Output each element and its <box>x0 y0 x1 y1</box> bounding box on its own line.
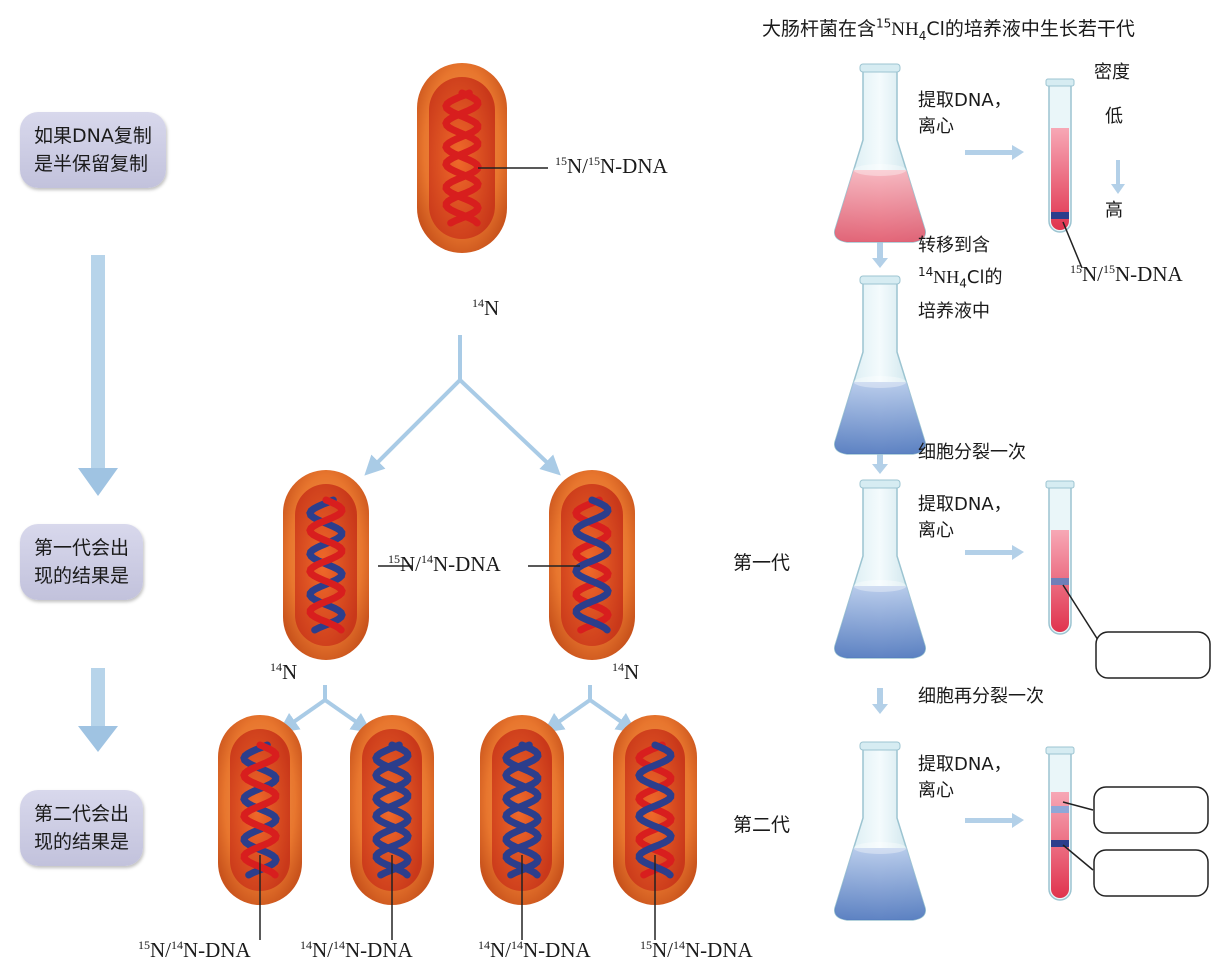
gen2-dna-label-1: 15N/14N-DNA <box>138 938 251 962</box>
dna-strand <box>572 496 612 634</box>
tube-rim <box>1045 746 1075 755</box>
first-generation-label: 第一代 <box>733 552 791 574</box>
gen2-answer-box-lower[interactable] <box>1093 849 1209 897</box>
gen2-bacterium-2 <box>350 715 434 905</box>
gen2-dna-label-4: 15N/14N-DNA <box>640 938 753 962</box>
parent-dna-label: 15N/15N-DNA <box>555 154 668 178</box>
gen1-answer-box[interactable] <box>1095 631 1211 679</box>
divide-once-label: 细胞分裂一次 <box>918 442 1026 463</box>
flask-15n <box>834 63 926 243</box>
title-isotope: 15 <box>876 16 892 31</box>
flask-liquid-surface <box>853 164 907 176</box>
gen2-dna-label-3: 14N/14N-DNA <box>478 938 591 962</box>
tube-rim <box>1045 78 1075 87</box>
flask-liquid <box>834 848 926 920</box>
gen2-answer-box-upper[interactable] <box>1093 786 1209 834</box>
dna-strand <box>240 741 280 879</box>
density-high: 高 <box>1105 200 1123 221</box>
dna-strand <box>306 496 346 634</box>
flask-liquid-surface <box>853 842 907 854</box>
flask-gen1 <box>834 479 926 659</box>
flask-liquid-surface <box>853 580 907 592</box>
gen2-bacterium-3 <box>480 715 564 905</box>
title-formula-a: NH <box>891 19 919 40</box>
flask-liquid <box>834 586 926 658</box>
branch-arrows <box>278 335 637 733</box>
experiment-title: 大肠杆菌在含15NH4Cl的培养液中生长若干代 <box>762 14 1135 43</box>
title-formula-sub: 4 <box>918 28 927 43</box>
first-gen-question-box: 第一代会出 现的结果是 <box>20 524 144 600</box>
gen2-bacterium-4 <box>613 715 697 905</box>
tube-rim <box>1045 480 1075 489</box>
n14-label-top: 14N <box>472 296 500 320</box>
tube-liquid <box>1051 128 1069 230</box>
extract-step-label-2: 提取DNA， 离心 <box>918 494 1012 541</box>
dna-band <box>1051 806 1069 813</box>
tube-parent-dna-label: 15N/15N-DNA <box>1070 262 1183 286</box>
dna-band <box>1051 578 1069 585</box>
gen2-answer-leader-a <box>1062 801 1094 811</box>
gen1-bacterium-right <box>549 470 635 660</box>
title-formula-b: Cl的培养液中生长若干代 <box>926 18 1135 40</box>
flask-14n <box>834 275 926 455</box>
tube-gen1 <box>1045 480 1075 635</box>
gen2-dna-label-2: 14N/14N-DNA <box>300 938 413 962</box>
flask-liquid <box>834 170 926 242</box>
flask-liquid <box>834 382 926 454</box>
title-prefix: 大肠杆菌在含 <box>762 18 877 40</box>
dna-strand <box>635 741 675 879</box>
gen2-answer-leader-b <box>1062 844 1094 871</box>
bacteria-group <box>218 63 697 905</box>
extract-step-label-1: 提取DNA， 离心 <box>918 90 1012 137</box>
dna-strand <box>502 741 542 879</box>
density-title: 密度 <box>1094 62 1130 83</box>
divide-again-label: 细胞再分裂一次 <box>918 686 1044 707</box>
flask-rim <box>859 275 901 285</box>
second-gen-question-box: 第二代会出 现的结果是 <box>20 790 144 866</box>
hypothesis-box: 如果DNA复制 是半保留复制 <box>20 112 166 188</box>
tube-gen2 <box>1045 746 1075 901</box>
tubes-group <box>1045 78 1075 901</box>
second-generation-label: 第二代 <box>733 814 791 836</box>
extract-step-label-3: 提取DNA， 离心 <box>918 754 1012 801</box>
flask-rim <box>859 479 901 489</box>
right-flow-arrows <box>872 160 1125 714</box>
flask-gen2 <box>834 741 926 921</box>
flask-rim <box>859 63 901 73</box>
gen1-answer-leader <box>1062 584 1099 641</box>
flask-liquid-surface <box>853 376 907 388</box>
parent-bacterium <box>417 63 507 253</box>
left-flow-arrows <box>78 255 118 752</box>
extract-arrows <box>965 145 1024 828</box>
tube-parent <box>1045 78 1075 233</box>
dna-band <box>1051 840 1069 847</box>
gen1-bacterium-left <box>283 470 369 660</box>
n14-label-left: 14N <box>270 660 298 684</box>
flasks-group <box>834 63 926 921</box>
dna-strand <box>372 741 412 879</box>
n14-label-right: 14N <box>612 660 640 684</box>
flask-rim <box>859 741 901 751</box>
dna-strand <box>442 89 482 227</box>
dna-band <box>1051 212 1069 219</box>
gen2-bacterium-1 <box>218 715 302 905</box>
tube-label-leader <box>1062 221 1083 269</box>
density-low: 低 <box>1105 106 1123 127</box>
gen1-dna-label: 15N/14N-DNA <box>388 552 501 576</box>
dna-leader-lines <box>259 167 656 940</box>
